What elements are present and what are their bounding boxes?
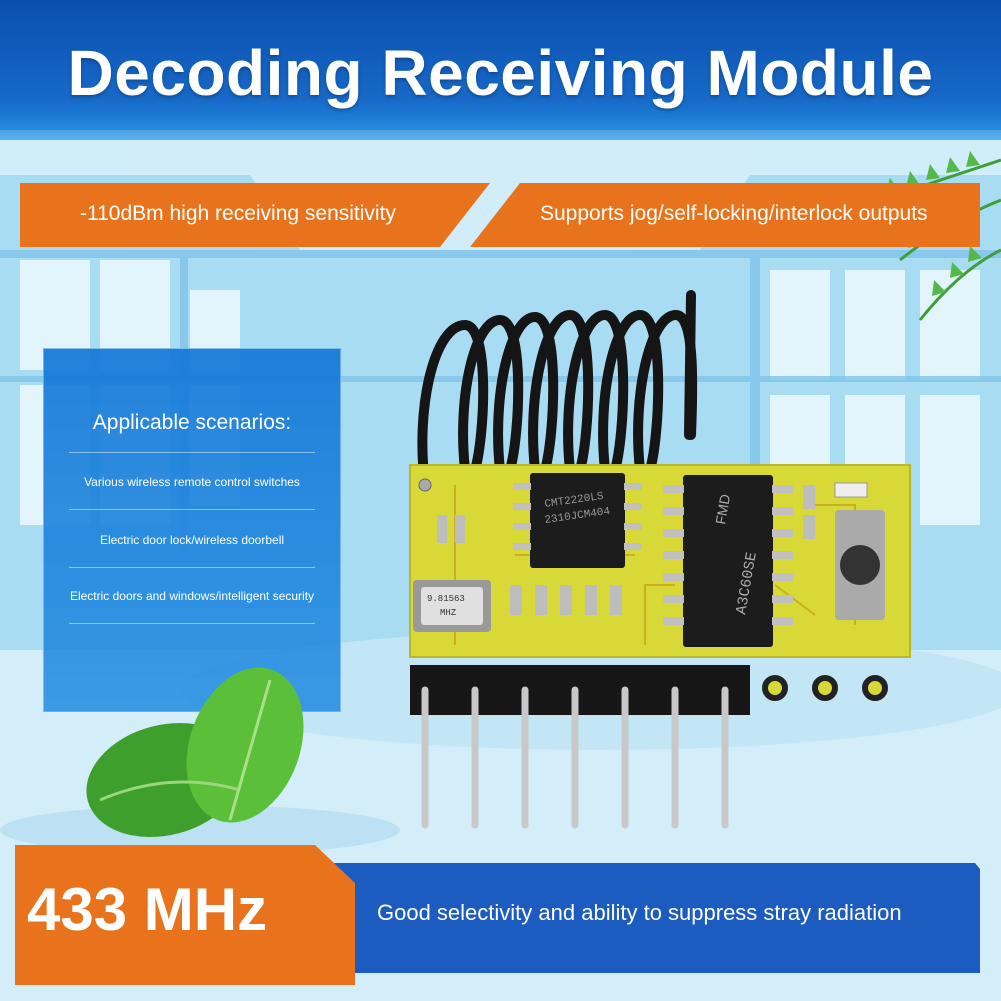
- crystal-marking: 9.81563: [427, 594, 465, 604]
- ic-chip-decoder: [683, 475, 773, 647]
- scenario-item: Electric door lock/wireless doorbell: [99, 533, 285, 547]
- divider: [69, 452, 315, 453]
- receiver-module-image: CMT2220LS 2310JCM404 FMD A3C60SE 9.81563…: [409, 290, 911, 829]
- scenarios-title: Applicable scenarios:: [92, 411, 292, 434]
- feature-text: -110dBm high receiving sensitivity: [80, 202, 396, 225]
- scenario-item: Various wireless remote control switches: [84, 475, 300, 489]
- footer-description: Good selectivity and ability to suppress…: [377, 900, 902, 925]
- crystal-marking: MHZ: [440, 608, 457, 618]
- feature-bar-sensitivity: -110dBm high receiving sensitivity: [20, 183, 490, 247]
- feature-text: Supports jog/self-locking/interlock outp…: [540, 202, 928, 225]
- scenario-item: Electric doors and windows/intelligent s…: [69, 589, 315, 603]
- divider: [69, 567, 315, 568]
- scenarios-panel: Applicable scenarios: Various wireless r…: [43, 348, 341, 712]
- ic2-marking: FMD: [712, 493, 733, 526]
- feature-bar-outputs: Supports jog/self-locking/interlock outp…: [470, 183, 980, 247]
- pin-header: [410, 665, 750, 715]
- footer-bar: 433 MHz Good selectivity and ability to …: [15, 845, 985, 985]
- header-band: [0, 0, 1001, 140]
- green-leaves-image: [86, 667, 304, 838]
- ic-chip-receiver: [530, 473, 625, 568]
- page-title: Decoding Receiving Module: [67, 37, 934, 109]
- circuit-board: [409, 464, 911, 658]
- frequency-label: 433 MHz: [27, 876, 268, 943]
- antenna-coil: [417, 290, 698, 490]
- divider: [69, 623, 315, 624]
- divider: [69, 509, 315, 510]
